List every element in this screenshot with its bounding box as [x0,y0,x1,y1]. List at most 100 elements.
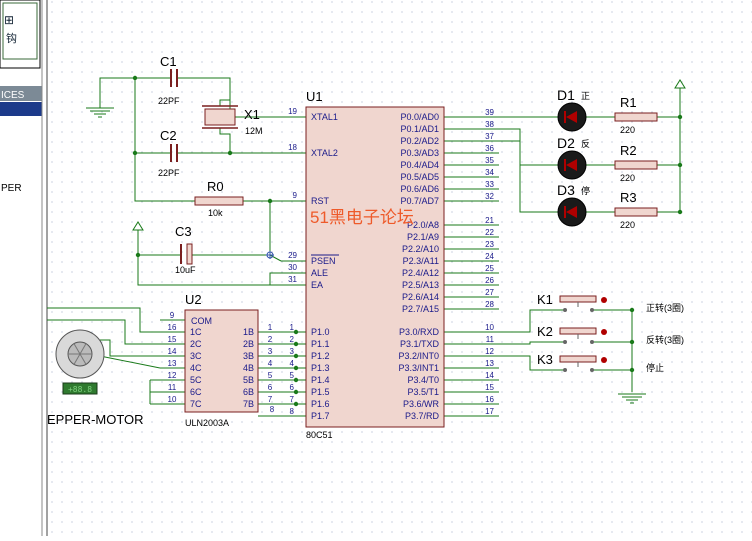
mcu-left-pin-num: 31 [288,275,297,284]
resistor-r0[interactable] [194,196,244,206]
driver-output-num: 11 [168,383,177,392]
r1-value: 220 [620,125,635,135]
driver-output-name: 3C [190,351,202,361]
driver-output-name: 5C [190,375,202,385]
junction-dot [293,365,299,371]
driver-input-name: 1B [243,327,254,337]
driver-output-num: 13 [168,359,177,368]
driver-input-num: 5 [268,371,273,380]
r1-ref: R1 [620,95,637,110]
driver-input-num: 6 [268,383,273,392]
switch-k3-contact-b [590,368,594,372]
wire-layer [47,75,683,417]
switch-wire-1 [499,309,545,333]
power-symbol-c3 [132,221,144,231]
mcu-p1-pin-name: P1.1 [311,339,330,349]
driver-ref: U2 [185,292,202,307]
mcu-left-pin-num: 30 [288,263,297,272]
label-layer: U180C5119XTAL118XTAL29RST29PSEN30ALE31EA… [47,54,684,440]
mcu-p1-pin-name: P1.6 [311,399,330,409]
junction-dot [293,329,299,335]
switch-label-3: 停止 [646,362,664,373]
mcu-right-pin-name: P0.6/AD6 [400,184,439,194]
mcu-right-pin-num: 14 [485,371,494,380]
x1-ref: X1 [244,107,260,122]
mcu-right-pin-name: P2.7/A15 [402,304,439,314]
c1-value: 22PF [158,96,180,106]
switch-k1-contact-b [590,308,594,312]
mcu-right-pin-name: P3.6/WR [403,399,440,409]
resistor-r2[interactable] [614,160,658,170]
driver-output-name: 2C [190,339,202,349]
driver-output-num: 10 [168,395,177,404]
mcu-right-pin-num: 11 [486,335,495,344]
r3-ref: R3 [620,190,637,205]
motor-counter-display [62,382,98,395]
gnd-wire-top [99,77,160,108]
r3-value: 220 [620,220,635,230]
mcu-p1-pin-num: 8 [290,407,295,416]
mcu-ref: U1 [306,89,323,104]
cap-c3-plate-b[interactable] [186,243,193,265]
mcu-right-pin-name: P2.6/A14 [402,292,439,302]
switch-k3[interactable] [559,355,597,363]
mcu-right-pin-name: P2.4/A12 [402,268,439,278]
junction-dot [293,389,299,395]
panel-glyph: ⊞ [4,13,14,27]
mcu-body[interactable] [305,106,445,428]
mcu-p1-pin-num: 2 [290,335,295,344]
driver-input-num: 4 [268,359,273,368]
device-list-item[interactable]: PER [1,183,22,194]
mcu-p1-pin-name: P1.3 [311,363,330,373]
mcu-right-pin-name: P0.2/AD2 [400,136,439,146]
mcu-right-pin-name: P0.1/AD1 [400,124,439,134]
mcu-right-pin-num: 39 [485,108,494,117]
mcu-p1-pin-num: 4 [290,359,295,368]
led-ref-1: D1 [557,87,575,103]
driver-input-name: 7B [243,399,254,409]
mcu-left-pin-name: ALE [311,268,328,278]
switch-k2[interactable] [559,327,597,335]
resistor-r3[interactable] [614,207,658,217]
c3-value: 10uF [175,265,196,275]
driver-output-name: 4C [190,363,202,373]
switch-k2-contact-a [563,340,567,344]
driver-input-name: 3B [243,351,254,361]
mcu-p1-pin-name: P1.7 [311,411,330,421]
switch-k1-contact-a [563,308,567,312]
r2-value: 220 [620,173,635,183]
mcu-right-pin-name: P0.0/AD0 [400,112,439,122]
devices-header[interactable] [0,86,42,101]
driver-output-name: 1C [190,327,202,337]
mcu-right-pin-name: P3.5/T1 [407,387,439,397]
stepper-spoke [79,353,87,365]
motor-wire-2 [47,319,160,345]
mcu-right-pin-name: P2.5/A13 [402,280,439,290]
mcu-left-pin-num: 18 [288,143,297,152]
switch-ref-3: K3 [537,352,553,367]
mcu-right-pin-num: 12 [485,347,494,356]
led-d1-triangle [566,111,577,123]
mcu-right-pin-num: 17 [485,407,494,416]
mcu-left-pin-num: 29 [288,251,297,260]
led-note-1: 正 [581,91,590,101]
r0-value: 10k [208,208,223,218]
driver-body[interactable] [184,309,259,413]
switch-k1[interactable] [559,295,597,303]
crystal-x1[interactable] [204,108,236,126]
driver-input-num: 7 [268,395,273,404]
led-note-2: 反 [581,139,590,149]
mcu-right-pin-num: 26 [485,276,494,285]
resistor-r1[interactable] [614,112,658,122]
switch-k2-indicator [601,329,607,335]
mcu-right-pin-num: 28 [485,300,494,309]
mcu-right-pin-name: P3.2/INT0 [398,351,439,361]
junction-dot [132,75,138,81]
mcu-right-pin-num: 24 [485,252,494,261]
switch-ref-1: K1 [537,292,553,307]
device-list-selection[interactable] [0,102,42,116]
r2-ref: R2 [620,143,637,158]
crystal-lead-bot [219,128,231,153]
